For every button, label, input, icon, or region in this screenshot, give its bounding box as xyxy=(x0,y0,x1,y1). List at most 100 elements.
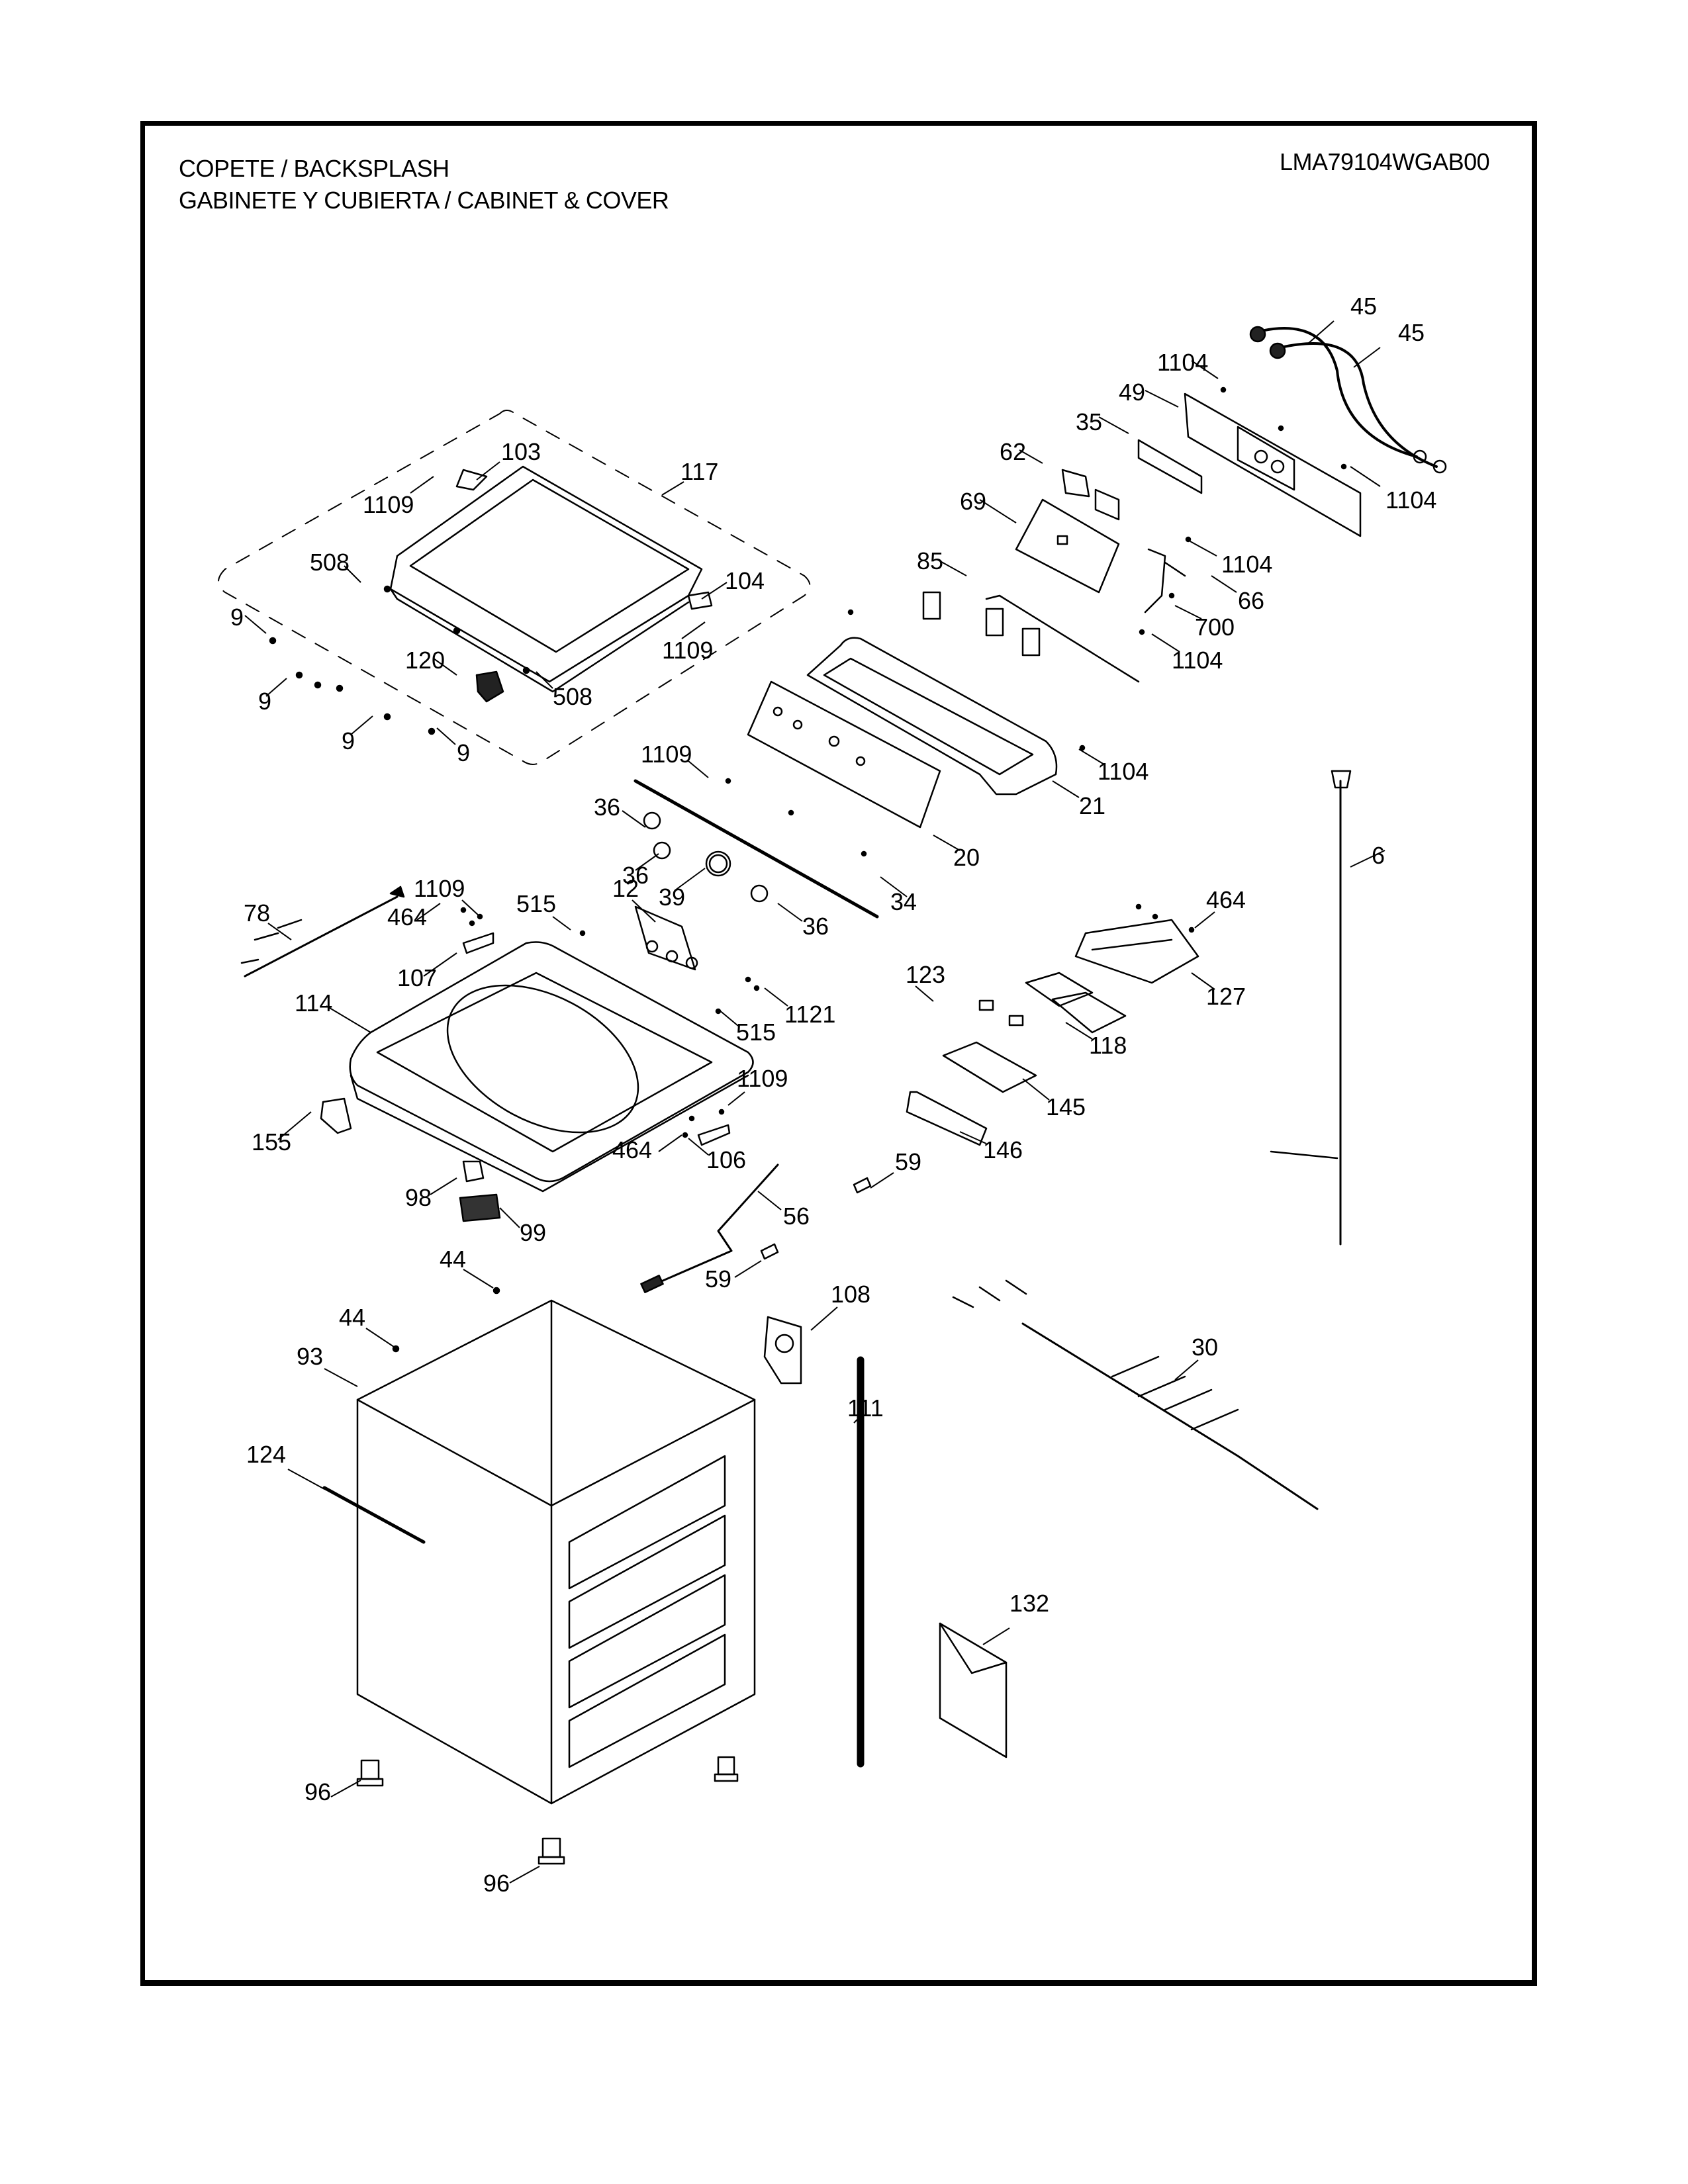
leader-line xyxy=(635,853,659,871)
part-number-label: 1104 xyxy=(1385,486,1436,514)
part-number-label: 104 xyxy=(725,567,765,594)
part-number-label: 9 xyxy=(258,688,271,715)
part-123 xyxy=(978,999,1024,1026)
part-number-label: 59 xyxy=(895,1148,921,1175)
leader-line xyxy=(658,1134,682,1152)
part-number-label: 508 xyxy=(553,683,592,710)
leader-line xyxy=(277,1111,312,1140)
part-number-label: 508 xyxy=(310,549,350,576)
part-number-label: 35 xyxy=(1076,408,1102,435)
leader-line xyxy=(959,1131,987,1144)
leveling-foot-96-b xyxy=(538,1837,565,1865)
leader-line xyxy=(1353,347,1381,368)
part-number-label: 120 xyxy=(405,647,445,674)
part-number-label: 39 xyxy=(659,884,685,911)
part-number-label: 464 xyxy=(1206,886,1246,913)
drawer-handle-146 xyxy=(906,1091,988,1146)
control-panel-face-20 xyxy=(747,680,941,829)
part-number-label: 124 xyxy=(246,1441,286,1468)
leader-line xyxy=(344,565,361,583)
part-number-label: 96 xyxy=(483,1870,510,1897)
knob-36-b xyxy=(653,841,671,860)
part-number-label: 114 xyxy=(295,989,332,1017)
part-number-label: 21 xyxy=(1079,792,1105,819)
part-number-label: 108 xyxy=(831,1281,870,1308)
section-title-backsplash: COPETE / BACKSPLASH xyxy=(179,155,449,182)
part-number-label: 36 xyxy=(802,913,829,940)
leader-line xyxy=(1019,449,1043,464)
trim-strip-34 xyxy=(633,779,879,919)
part-number-label: 464 xyxy=(612,1136,652,1163)
leader-line xyxy=(1174,605,1202,619)
wire-harness-30 xyxy=(952,1279,1319,1510)
part-number-label: 1109 xyxy=(363,491,414,518)
dispenser-housing-127 xyxy=(1074,919,1199,984)
leader-line xyxy=(622,810,646,828)
leader-line xyxy=(410,476,434,494)
part-number-label: 96 xyxy=(305,1778,331,1805)
part-number-label: 117 xyxy=(680,458,718,485)
lid-part xyxy=(389,465,703,693)
leader-line xyxy=(1151,633,1180,653)
leader-line xyxy=(436,727,456,745)
part-number-label: 44 xyxy=(339,1304,365,1331)
part-124 xyxy=(322,1486,426,1544)
leader-line xyxy=(1065,1022,1093,1040)
part-number-label: 9 xyxy=(230,604,244,631)
leader-line xyxy=(552,916,571,931)
part-number-label: 66 xyxy=(1238,587,1264,614)
part-number-label: 111 xyxy=(847,1394,884,1422)
top-cover-114 xyxy=(349,941,754,1193)
part-number-label: 56 xyxy=(783,1203,810,1230)
leader-line xyxy=(287,1469,325,1490)
part-number-label: 99 xyxy=(520,1219,546,1246)
part-number-label: 103 xyxy=(501,438,541,465)
wire-harness-56 xyxy=(640,1163,779,1293)
part-number-label: 34 xyxy=(890,888,917,915)
wire-harness-85 xyxy=(922,591,1140,683)
leader-line xyxy=(326,1005,371,1033)
valve-harness-66 xyxy=(1144,548,1186,614)
control-board-69 xyxy=(1015,498,1120,594)
part-99 xyxy=(459,1193,501,1222)
part-number-label: 98 xyxy=(405,1184,432,1211)
part-number-label: 9 xyxy=(342,727,355,754)
leader-line xyxy=(416,903,441,921)
knob-36-c xyxy=(750,884,769,903)
dispenser-drawer-118 xyxy=(1025,972,1127,1034)
leader-line xyxy=(1190,541,1217,557)
model-number: LMA79104WGAB00 xyxy=(1280,148,1490,175)
part-number-label: 127 xyxy=(1206,983,1246,1010)
leader-line xyxy=(1174,1359,1199,1381)
part-number-label: 1121 xyxy=(784,1001,835,1028)
leader-line xyxy=(718,1009,739,1026)
part-155 xyxy=(320,1097,352,1134)
knob-39 xyxy=(705,850,731,877)
part-number-label: 6 xyxy=(1372,842,1385,869)
leader-line xyxy=(463,1269,494,1289)
part-number-label: 1109 xyxy=(414,875,465,902)
leader-line xyxy=(853,1412,865,1424)
part-59-b xyxy=(760,1243,779,1260)
leader-line xyxy=(870,1172,894,1189)
part-number-label: 36 xyxy=(594,794,620,821)
leader-line xyxy=(764,987,788,1007)
part-59-a xyxy=(853,1177,872,1194)
part-number-label: 1104 xyxy=(1221,551,1272,578)
leader-line xyxy=(688,1138,709,1156)
screws xyxy=(269,387,1347,1353)
leader-line xyxy=(536,671,553,689)
leader-line xyxy=(1022,1078,1050,1101)
part-number-label: 62 xyxy=(1000,438,1026,465)
part-108 xyxy=(763,1316,802,1385)
part-number-label: 20 xyxy=(953,844,980,871)
part-number-label: 146 xyxy=(983,1136,1023,1163)
part-number-label: 9 xyxy=(457,739,470,766)
lid-lock-part xyxy=(475,670,504,703)
leader-line xyxy=(661,481,684,496)
part-number-label: 145 xyxy=(1046,1093,1086,1120)
part-number-label: 49 xyxy=(1119,379,1145,406)
leader-line xyxy=(509,1866,540,1884)
leader-line xyxy=(681,621,706,639)
cabinet-93 xyxy=(356,1299,756,1805)
